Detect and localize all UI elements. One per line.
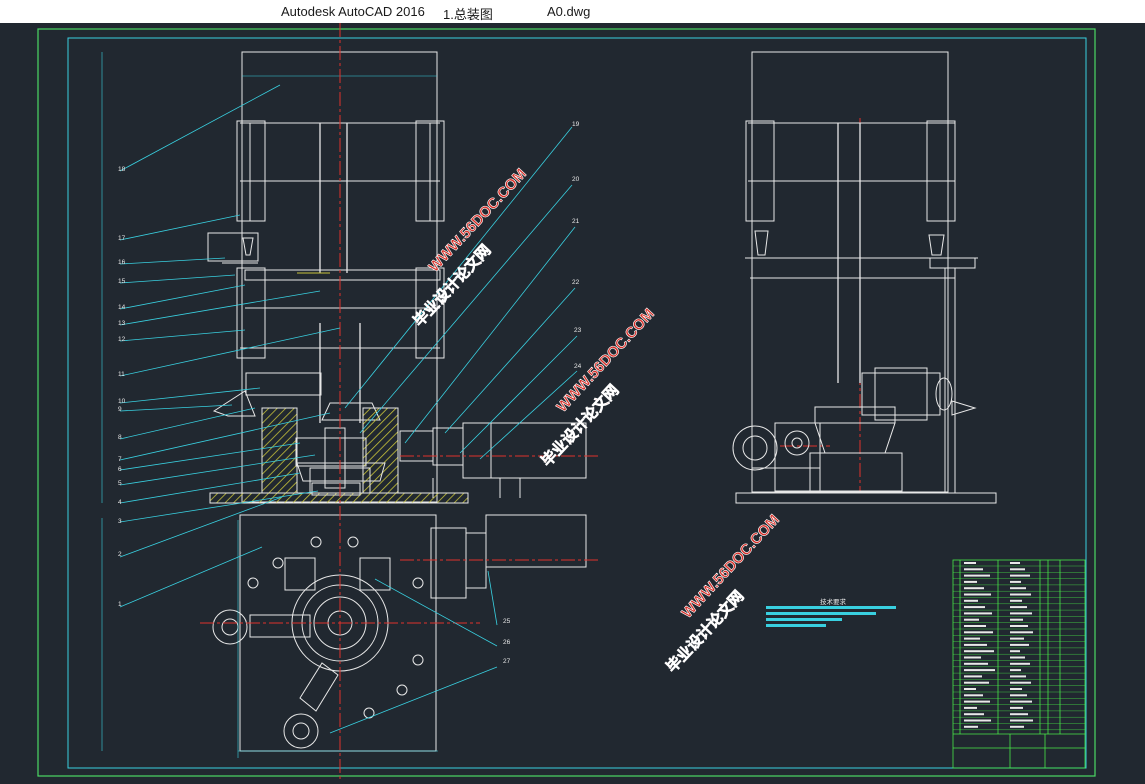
part-label-19: 19	[572, 121, 580, 128]
table-cell-text	[964, 594, 991, 596]
part-label-25: 25	[503, 618, 511, 625]
part-labels: 1 2 3 4 5 6 7 8 9 10 11 12 13 14 15 16 1…	[118, 121, 582, 665]
part-label-22: 22	[572, 279, 580, 286]
table-cell-text	[1010, 644, 1029, 646]
part-label-9: 9	[118, 406, 122, 413]
watermark-3: WWW.56DOC.COM 毕业设计论文网	[644, 511, 802, 676]
part-label-3: 3	[118, 518, 122, 525]
table-cell-text	[964, 707, 977, 709]
part-label-11: 11	[118, 371, 125, 378]
table-cell-text	[964, 675, 982, 677]
table-cell-text	[964, 568, 983, 570]
table-cell-text	[1010, 587, 1026, 589]
table-cell-text	[964, 657, 981, 659]
table-cell-text	[964, 619, 979, 621]
table-cell-text	[964, 650, 994, 652]
part-label-8: 8	[118, 434, 122, 441]
table-cell-text	[1010, 631, 1033, 633]
part-label-15: 15	[118, 278, 126, 285]
table-cell-text	[1010, 675, 1026, 677]
table-cell-text	[1010, 581, 1021, 583]
table-cell-text	[1010, 682, 1031, 684]
table-cell-text	[964, 682, 989, 684]
table-cell-text	[1010, 594, 1031, 596]
table-cell-text	[1010, 663, 1030, 665]
drawing-canvas[interactable]: 1 2 3 4 5 6 7 8 9 10 11 12 13 14 15 16 1…	[0, 23, 1145, 779]
part-label-24: 24	[574, 363, 582, 370]
table-cell-text	[1010, 688, 1022, 690]
part-label-21: 21	[572, 218, 580, 225]
table-cell-text	[964, 713, 984, 715]
table-cell-text	[964, 701, 990, 703]
table-cell-text	[1010, 625, 1028, 627]
table-cell-text	[964, 644, 987, 646]
table-cell-text	[1010, 720, 1033, 722]
part-label-27: 27	[503, 658, 511, 665]
table-cell-text	[964, 612, 992, 614]
part-label-20: 20	[572, 176, 580, 183]
table-cell-text	[1010, 562, 1020, 564]
table-cell-text	[964, 720, 991, 722]
part-label-13: 13	[118, 320, 126, 327]
table-cell-text	[964, 694, 983, 696]
part-label-7: 7	[118, 456, 122, 463]
part-label-4: 4	[118, 499, 122, 506]
table-cell-text	[1010, 707, 1023, 709]
part-label-16: 16	[118, 259, 126, 266]
part-label-26: 26	[503, 639, 511, 646]
part-label-1: 1	[118, 601, 122, 608]
table-cell-text	[964, 726, 978, 728]
table-cell-text	[964, 663, 988, 665]
table-cell-text	[1010, 575, 1030, 577]
table-cell-text	[964, 631, 993, 633]
table-cell-text	[964, 562, 976, 564]
side-view	[733, 52, 996, 503]
document-name: 1.总装图	[443, 4, 493, 23]
table-cell-text	[1010, 701, 1032, 703]
table-cell-text	[1010, 694, 1027, 696]
table-cell-text	[1010, 657, 1025, 659]
table-cell-text	[964, 638, 980, 640]
watermark-1: WWW.56DOC.COM 毕业设计论文网	[391, 165, 549, 330]
app-title: Autodesk AutoCAD 2016	[281, 4, 425, 19]
part-label-6: 6	[118, 466, 122, 473]
part-label-12: 12	[118, 336, 126, 343]
table-cell-text	[964, 581, 977, 583]
part-label-2: 2	[118, 551, 122, 558]
title-bar: Autodesk AutoCAD 2016 1.总装图 A0.dwg	[0, 0, 1145, 23]
front-view	[102, 52, 586, 758]
table-cell-text	[1010, 669, 1021, 671]
part-label-23: 23	[574, 327, 582, 334]
table-cell-text	[1010, 619, 1023, 621]
table-cell-text	[964, 688, 976, 690]
table-cell-text	[1010, 606, 1027, 608]
table-cell-text	[1010, 612, 1032, 614]
table-cell-text	[964, 600, 978, 602]
part-label-5: 5	[118, 480, 122, 487]
parts-list-rows	[953, 562, 1085, 730]
table-cell-text	[964, 669, 995, 671]
notes-heading: 技术要求	[820, 597, 847, 606]
part-label-18: 18	[118, 166, 126, 173]
table-cell-text	[1010, 650, 1020, 652]
part-label-14: 14	[118, 304, 126, 311]
table-cell-text	[964, 575, 990, 577]
table-cell-text	[964, 625, 986, 627]
part-label-10: 10	[118, 398, 126, 405]
part-label-17: 17	[118, 235, 126, 242]
table-cell-text	[1010, 638, 1024, 640]
file-name: A0.dwg	[547, 4, 590, 19]
parts-list-table	[0, 23, 1085, 768]
table-cell-text	[1010, 568, 1025, 570]
center-lines	[200, 23, 860, 779]
table-cell-text	[1010, 726, 1024, 728]
table-cell-text	[1010, 600, 1022, 602]
table-cell-text	[964, 606, 985, 608]
table-cell-text	[964, 587, 984, 589]
watermark-2: WWW.56DOC.COM 毕业设计论文网	[519, 305, 677, 470]
table-cell-text	[1010, 713, 1028, 715]
technical-notes: 技术要求	[766, 597, 896, 627]
